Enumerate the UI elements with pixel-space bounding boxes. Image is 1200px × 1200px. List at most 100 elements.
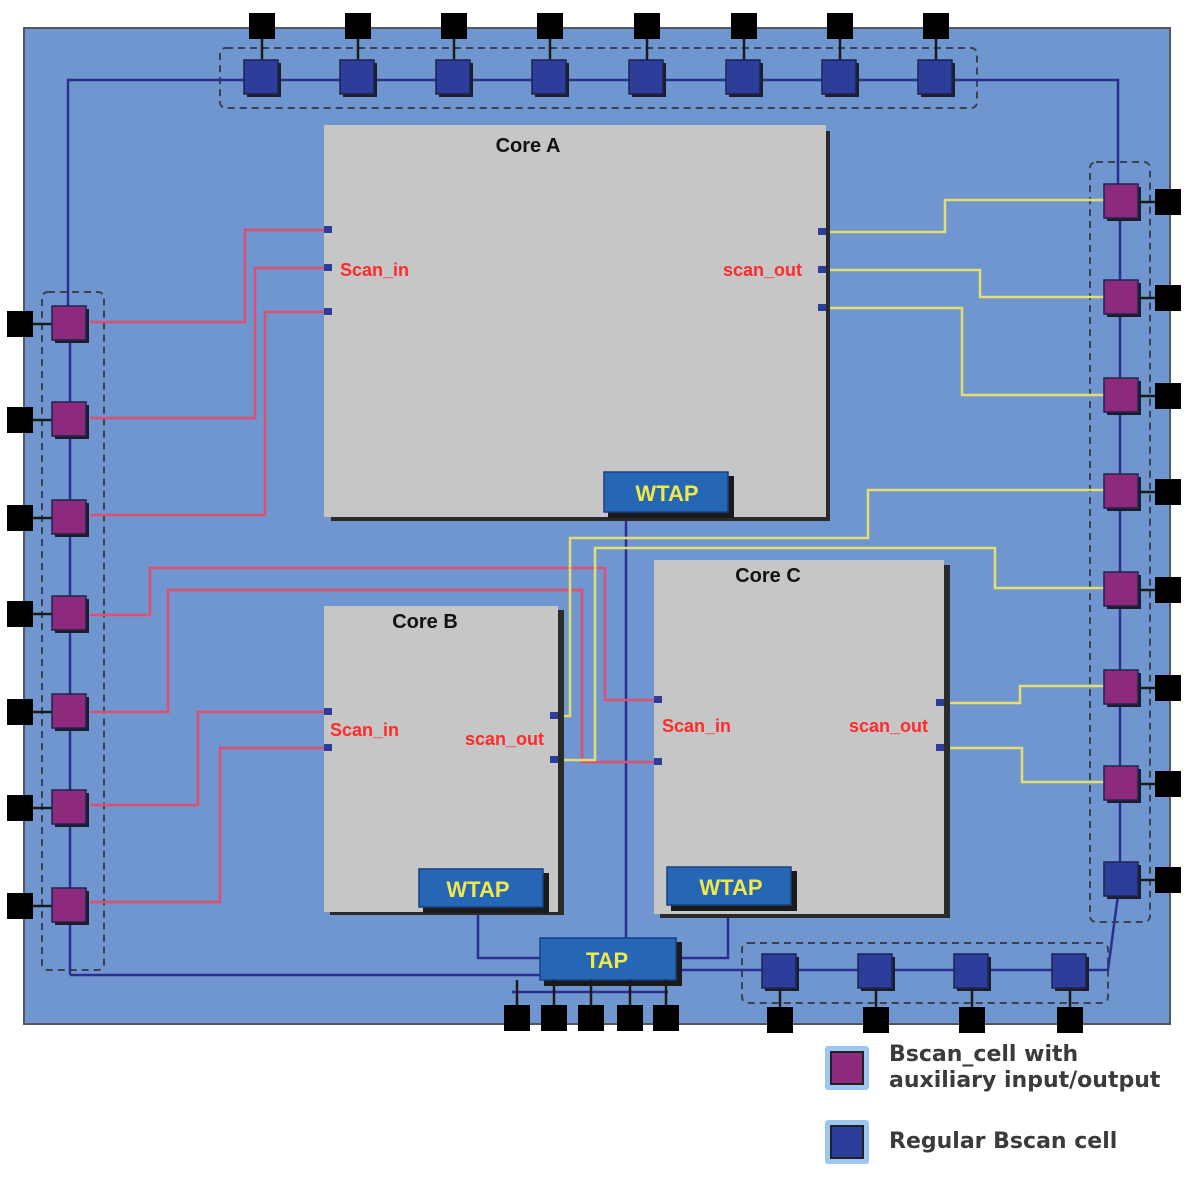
legend-regular-swatch <box>825 1120 869 1164</box>
aux-bscan-cell <box>1103 765 1139 801</box>
wire-l7-coreB <box>90 746 330 904</box>
io-pin <box>767 1007 793 1033</box>
left-cell-group <box>41 291 105 971</box>
io-pin <box>7 311 33 337</box>
legend-regular-label: Regular Bscan cell <box>889 1129 1118 1154</box>
io-pin <box>731 13 757 39</box>
aux-bscan-cell <box>1103 377 1139 413</box>
core-c-port <box>936 744 944 751</box>
core-ports <box>324 226 944 765</box>
aux-bscan-cell <box>1103 279 1139 315</box>
chain-left-top <box>66 78 1120 322</box>
wire-coreB-r5 <box>558 546 1110 762</box>
io-pin <box>249 13 275 39</box>
io-pin <box>959 1007 985 1033</box>
core-a-scan-in-label: Scan_in <box>340 260 409 280</box>
aux-bscan-cell <box>1103 473 1139 509</box>
io-pin <box>617 1005 643 1031</box>
top-cell-group <box>219 47 978 109</box>
io-pin <box>634 13 660 39</box>
aux-bscan-cell <box>51 595 87 631</box>
wire-coreA-r1 <box>824 198 1110 234</box>
io-pin <box>1155 867 1181 893</box>
io-pin <box>923 13 949 39</box>
core-c-port <box>654 696 662 703</box>
wtap-core-a-label: WTAP <box>635 481 698 506</box>
legend-aux-cell: Bscan_cell with auxiliary input/output <box>825 1042 1160 1094</box>
io-pin <box>345 13 371 39</box>
wtap-core-b-label: WTAP <box>446 877 509 902</box>
wtap-core-c-label: WTAP <box>699 875 762 900</box>
core-c: Core C Scan_in scan_out <box>654 560 950 918</box>
aux-bscan-cell <box>1103 669 1139 705</box>
aux-bscan-cell <box>51 499 87 535</box>
aux-bscan-cell <box>1103 571 1139 607</box>
wire-coreC-r7 <box>942 746 1110 784</box>
wtap-core-c: WTAP <box>666 866 797 911</box>
regular-bscan-cell <box>628 59 664 95</box>
core-c-title: Core C <box>735 565 801 587</box>
core-c-port <box>654 758 662 765</box>
regular-bscan-cell <box>531 59 567 95</box>
core-a-port <box>818 304 826 311</box>
io-pin <box>827 13 853 39</box>
io-pin <box>7 505 33 531</box>
legend: Bscan_cell with auxiliary input/output R… <box>825 1042 1195 1192</box>
core-a-port <box>818 228 826 235</box>
io-pin <box>7 699 33 725</box>
regular-bscan-cell <box>761 953 797 989</box>
core-a-scan-out-label: scan_out <box>723 260 802 280</box>
io-pin <box>653 1005 679 1031</box>
io-pin <box>1155 675 1181 701</box>
aux-bscan-cell <box>51 693 87 729</box>
wire-coreA-r3 <box>824 306 1110 397</box>
core-a-port <box>324 264 332 271</box>
scan-in-wires <box>90 228 660 904</box>
scan-out-wires <box>558 198 1110 784</box>
io-pin <box>578 1005 604 1031</box>
aux-bscan-cell <box>1103 183 1139 219</box>
io-pin <box>441 13 467 39</box>
io-pin <box>7 893 33 919</box>
core-b-body <box>324 606 558 912</box>
core-b-port <box>550 756 558 763</box>
tap-wtap-b <box>476 908 542 960</box>
core-c-body <box>654 560 944 914</box>
bscan-cells <box>7 13 1181 1033</box>
io-pin <box>1155 577 1181 603</box>
core-b-title: Core B <box>392 611 458 633</box>
regular-bscan-cell <box>725 59 761 95</box>
core-a-port <box>324 308 332 315</box>
wire-coreA-r2 <box>824 268 1110 299</box>
core-b-port <box>324 744 332 751</box>
regular-bscan-cell <box>917 59 953 95</box>
core-b-scan-in-label: Scan_in <box>330 720 399 740</box>
legend-aux-label: Bscan_cell with auxiliary input/output <box>889 1042 1161 1093</box>
tap-controller: TAP <box>539 937 682 986</box>
io-pin <box>863 1007 889 1033</box>
regular-bscan-cell <box>339 59 375 95</box>
aux-bscan-cell <box>51 887 87 923</box>
regular-bscan-cell <box>243 59 279 95</box>
io-pin <box>1057 1007 1083 1033</box>
tap-wtap-c <box>678 910 730 960</box>
core-c-scan-out-label: scan_out <box>849 716 928 736</box>
core-b: Core B Scan_in scan_out <box>324 606 564 915</box>
io-pin <box>537 13 563 39</box>
io-pin <box>1155 285 1181 311</box>
wire-l3-coreA <box>90 310 330 517</box>
io-pin <box>7 795 33 821</box>
regular-bscan-cell <box>1051 953 1087 989</box>
core-c-scan-in-label: Scan_in <box>662 716 731 736</box>
wire-l4-coreC <box>90 566 660 702</box>
bottom-cell-group <box>741 942 1109 1004</box>
regular-bscan-cell <box>857 953 893 989</box>
chain-right-bottom <box>680 879 1122 972</box>
legend-regular-cell: Regular Bscan cell <box>825 1120 1117 1164</box>
core-b-port <box>324 708 332 715</box>
bscan-cell-groups <box>41 47 1151 1004</box>
io-pin <box>7 601 33 627</box>
aux-bscan-cell <box>51 789 87 825</box>
wtap-core-a: WTAP <box>603 471 734 518</box>
